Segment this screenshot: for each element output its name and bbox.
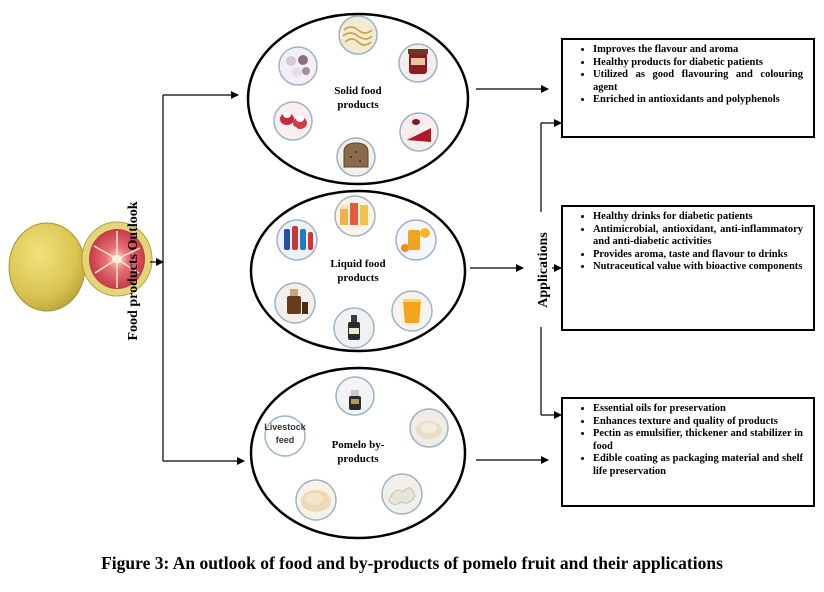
applications-label: Applications	[536, 213, 552, 327]
list-item: Enhances texture and quality of products	[593, 416, 803, 429]
liquid-food-thumbnails	[274, 195, 437, 349]
list-item: Essential oils for preservation	[593, 403, 803, 416]
juice-glasses-thumbnail	[334, 195, 376, 237]
pectin-powder-thumbnail	[409, 408, 449, 448]
figure-caption: Figure 3: An outlook of food and by-prod…	[101, 553, 723, 573]
list-item: Healthy drinks for diabetic patients	[593, 211, 803, 224]
byproduct-applications-box: Essential oils for preservation Enhances…	[561, 397, 815, 507]
solid-applications-list: Improves the flavour and aroma Healthy p…	[571, 44, 803, 107]
list-item: Enriched in antioxidants and polyphenols	[593, 94, 803, 107]
bottles-thumbnail	[276, 219, 318, 261]
solid-food-thumbnails	[273, 15, 439, 177]
noodles-thumbnail	[338, 15, 378, 55]
list-item: Healthy products for diabetic patients	[593, 57, 803, 70]
list-item: Improves the flavour and aroma	[593, 44, 803, 57]
orange-juice-thumbnail	[395, 219, 437, 261]
edible-coating-thumbnail	[381, 473, 423, 515]
solid-food-label: Solid food products	[334, 85, 382, 111]
liquid-applications-box: Healthy drinks for diabetic patients Ant…	[561, 205, 815, 331]
jam-jar-thumbnail	[398, 43, 438, 83]
vinegar-bottle-thumbnail	[333, 307, 375, 349]
byproducts-label: Pomelo by-products	[331, 439, 385, 465]
food-products-outlook-label: Food products Outlook	[126, 201, 141, 341]
coconut-laddu-thumbnail	[278, 46, 318, 86]
pomelo-fruit-image	[8, 221, 153, 312]
list-item: Utilized as good flavouring and colourin…	[593, 69, 803, 94]
cupcakes-thumbnail	[273, 101, 313, 141]
syrup-bottle-thumbnail	[274, 282, 316, 324]
liquid-applications-list: Healthy drinks for diabetic patients Ant…	[571, 211, 803, 274]
solid-applications-box: Improves the flavour and aroma Healthy p…	[561, 38, 815, 138]
cake-slice-thumbnail	[399, 112, 439, 152]
left-connectors	[150, 91, 245, 465]
list-item: Antimicrobial, antioxidant, anti-inflamm…	[593, 224, 803, 249]
peel-powder-thumbnail	[295, 479, 337, 521]
orange-drink-glass-thumbnail	[391, 290, 433, 332]
bread-thumbnail	[336, 137, 376, 177]
essential-oil-thumbnail	[335, 376, 375, 416]
byproduct-applications-list: Essential oils for preservation Enhances…	[571, 403, 803, 478]
right-connectors	[470, 85, 562, 464]
list-item: Edible coating as packaging material and…	[593, 453, 803, 478]
list-item: Nutraceutical value with bioactive compo…	[593, 261, 803, 274]
liquid-food-label: Liquid food products	[330, 258, 386, 284]
list-item: Provides aroma, taste and flavour to dri…	[593, 249, 803, 262]
list-item: Pectin as emulsifier, thickener and stab…	[593, 428, 803, 453]
